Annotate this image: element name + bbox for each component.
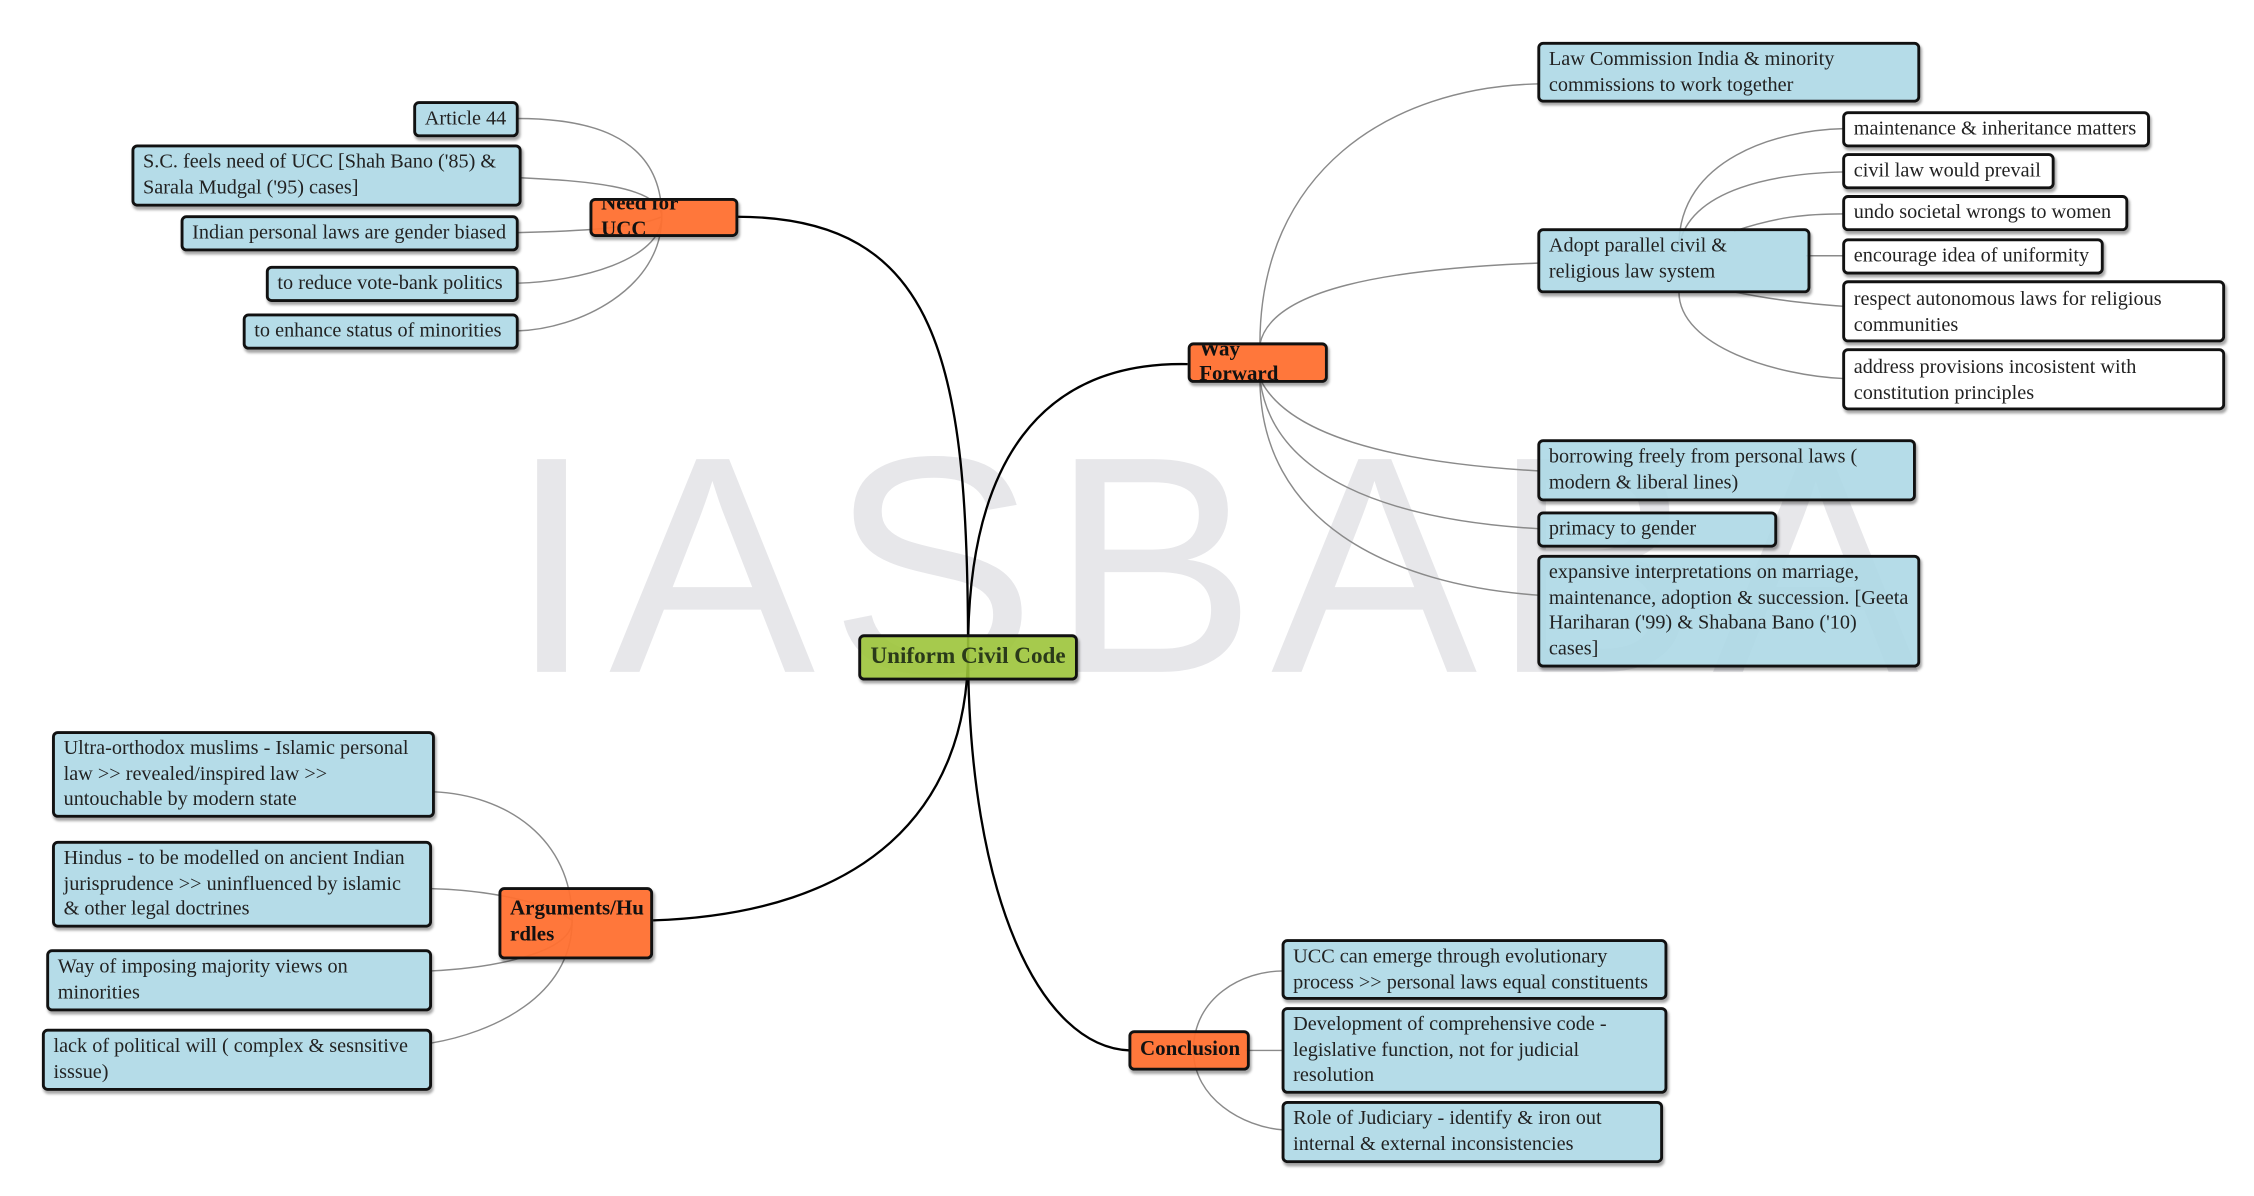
link-way-lawcom: [1259, 83, 1541, 344]
branch-way-forward[interactable]: Way Forward: [1187, 342, 1328, 383]
link-parallel-address: [1678, 291, 1844, 380]
way-gender-equality[interactable]: primacy to gender equality: [1537, 511, 1778, 548]
link-need-minorities: [517, 216, 663, 332]
parallel-undo-wrongs[interactable]: undo societal wrongs to women: [1842, 195, 2129, 232]
need-status-minorities[interactable]: to enhance status of minorities: [242, 313, 519, 350]
link-parallel-maint: [1678, 127, 1844, 246]
link-parallel-respect: [1733, 291, 1844, 308]
args-label-line-2: rdles: [510, 923, 555, 947]
args-label-line-1: Arguments/Hu: [510, 897, 644, 921]
conclusion-judiciary[interactable]: Role of Judiciary - identify & iron out …: [1281, 1100, 1664, 1164]
conclusion-evolutionary[interactable]: UCC can emerge through evolutionary proc…: [1281, 939, 1668, 1000]
args-ultra-orthodox[interactable]: Ultra-orthodox muslims - Islamic persona…: [52, 731, 435, 818]
need-sc-cases[interactable]: S.C. feels need of UCC [Shah Bano ('85) …: [131, 144, 522, 207]
branch-arguments-hurdles[interactable]: Arguments/Hu rdles: [498, 887, 654, 960]
need-article-44[interactable]: Article 44: [413, 101, 519, 138]
link-way-expansive: [1259, 378, 1541, 597]
link-way-borrowing: [1259, 378, 1541, 472]
branch-need-for-ucc[interactable]: Need for UCC: [589, 197, 739, 237]
link-center-conclusion: [966, 650, 1130, 1052]
branch-conclusion[interactable]: Conclusion: [1128, 1030, 1250, 1071]
need-gender-biased[interactable]: Indian personal laws are gender biased: [180, 215, 519, 252]
link-center-args: [653, 650, 970, 922]
way-expansive[interactable]: expansive interpretations on marriage, m…: [1537, 554, 1921, 668]
link-center-way: [966, 362, 1188, 651]
link-center-need: [736, 215, 970, 651]
parallel-maintenance[interactable]: maintenance & inheritance matters: [1842, 111, 2150, 148]
link-way-parallel: [1259, 262, 1541, 345]
link-need-article: [517, 117, 663, 217]
need-vote-bank[interactable]: to reduce vote-bank politics: [265, 265, 519, 302]
args-political-will[interactable]: lack of political will ( complex & sesns…: [41, 1028, 433, 1091]
center-node[interactable]: Uniform Civil Code: [858, 634, 1078, 681]
args-majority-views[interactable]: Way of imposing majority views on minori…: [46, 949, 433, 1012]
parallel-civil-law[interactable]: civil law would prevail: [1842, 153, 2055, 190]
link-parallel-civil: [1678, 171, 1844, 246]
args-hindus[interactable]: Hindus - to be modelled on ancient India…: [52, 840, 433, 928]
link-parallel-undo: [1733, 213, 1844, 232]
way-law-commission[interactable]: Law Commission India & minority commissi…: [1537, 41, 1921, 103]
parallel-inconsistent[interactable]: address provisions incosistent with cons…: [1842, 348, 2226, 411]
way-parallel-system[interactable]: Adopt parallel civil & religious law sys…: [1537, 228, 1811, 294]
link-way-gender: [1259, 378, 1541, 530]
parallel-autonomous[interactable]: respect autonomous laws for religious co…: [1842, 280, 2226, 343]
way-borrowing[interactable]: borrowing freely from personal laws ( mo…: [1537, 439, 1916, 502]
parallel-uniformity[interactable]: encourage idea of uniformity: [1842, 238, 2104, 275]
conclusion-comprehensive[interactable]: Development of comprehensive code - legi…: [1281, 1007, 1668, 1094]
